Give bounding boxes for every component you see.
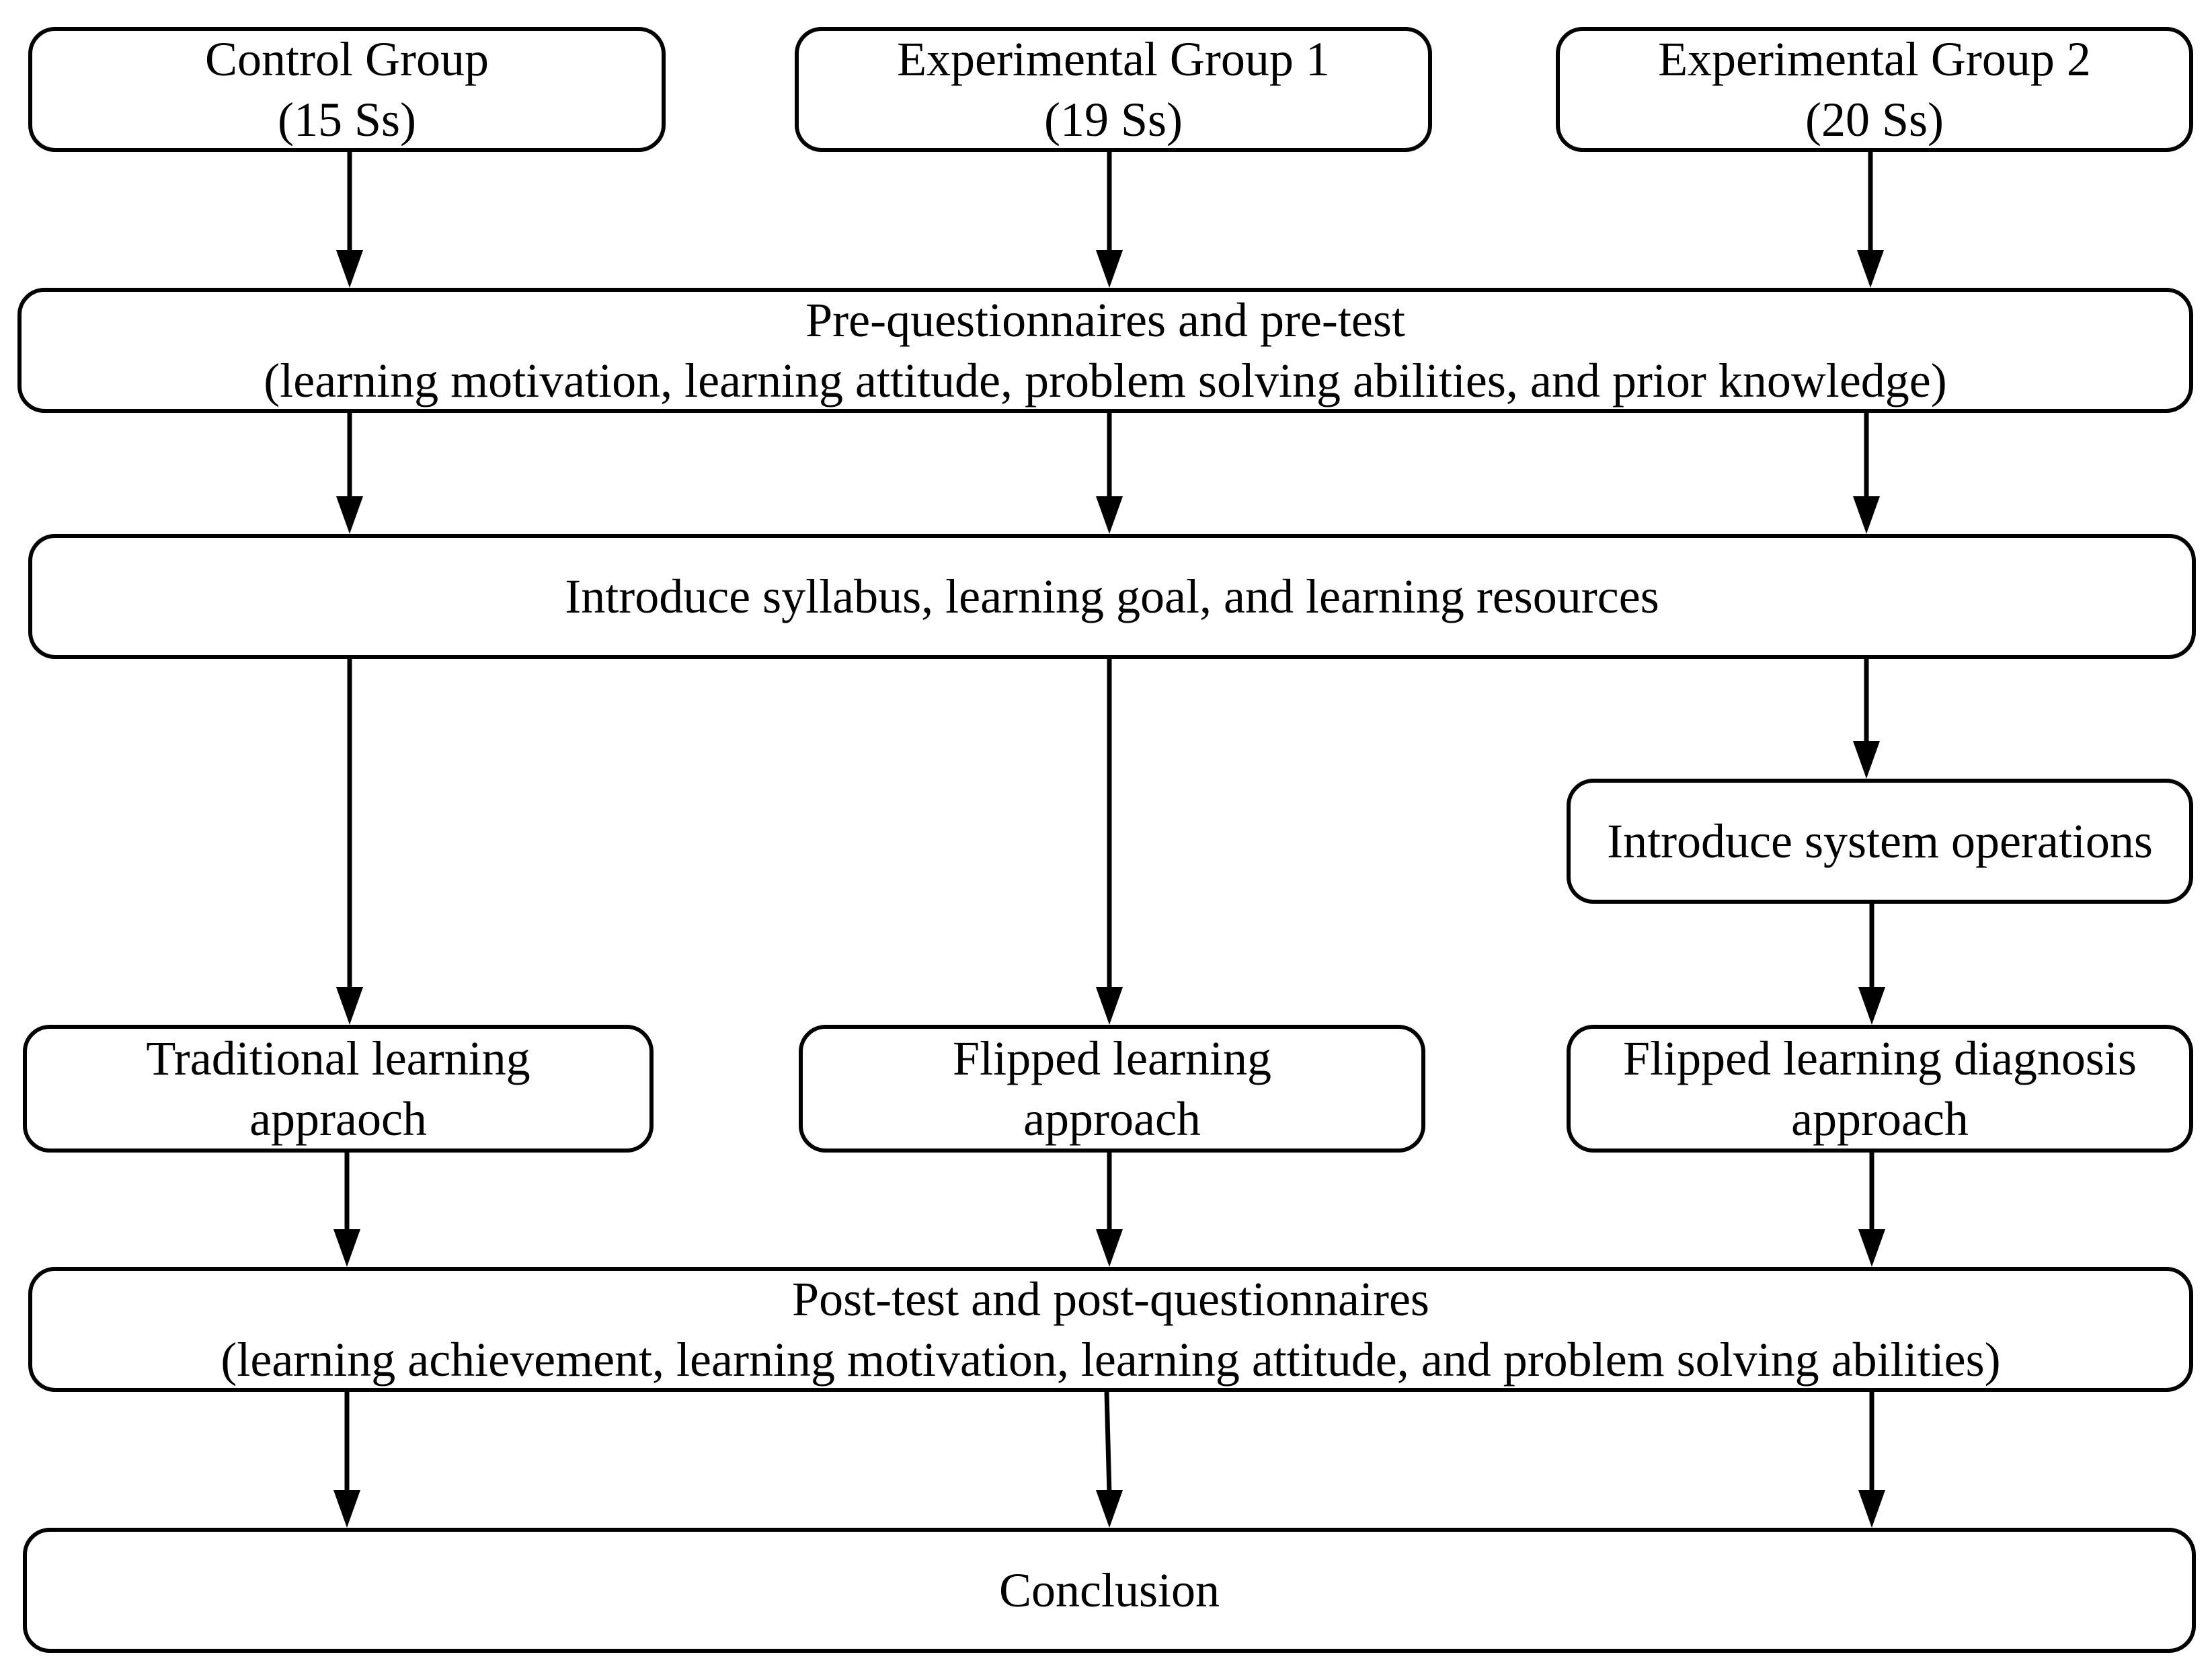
arrow-post-to-conclusion-middle	[1096, 1391, 1123, 1528]
post-test-detail: (learning achievement, learning motivati…	[221, 1333, 2001, 1387]
introduce-system-operations-box: Introduce system operations	[1567, 779, 2193, 904]
introduce-syllabus-box: Introduce syllabus, learning goal, and l…	[28, 534, 2196, 659]
arrow-intro-to-system	[1853, 659, 1880, 779]
arrow-control-to-pre	[336, 152, 363, 288]
control-group-box: Control Group (15 Ss)	[28, 27, 666, 152]
arrow-exp2-to-pre	[1857, 152, 1884, 288]
experimental-group-2-title: Experimental Group 2	[1658, 32, 2091, 86]
traditional-approach-line2: appraoch	[249, 1092, 427, 1146]
traditional-approach-line1: Traditional learning	[146, 1032, 530, 1085]
arrow-exp1-to-pre	[1096, 152, 1123, 288]
arrow-pre-to-intro-right	[1853, 413, 1880, 534]
arrow-traditional-to-post	[333, 1153, 360, 1267]
arrow-pre-to-intro-middle	[1096, 413, 1123, 534]
arrow-post-to-conclusion-left	[333, 1392, 360, 1528]
introduce-system-operations-title: Introduce system operations	[1607, 814, 2153, 868]
conclusion-title: Conclusion	[998, 1563, 1220, 1617]
experimental-group-1-count: (19 Ss)	[1043, 93, 1183, 147]
arrow-intro-to-traditional	[336, 659, 363, 1025]
flipped-approach-line2: approach	[1023, 1092, 1201, 1146]
flipped-approach-line1: Flipped learning	[953, 1032, 1271, 1085]
arrow-intro-to-flipped	[1096, 659, 1123, 1025]
introduce-syllabus-title: Introduce syllabus, learning goal, and l…	[565, 570, 1659, 623]
control-group-title: Control Group	[205, 32, 489, 86]
pre-questionnaires-detail: (learning motivation, learning attitude,…	[264, 354, 1947, 407]
flipped-approach-box: Flipped learning approach	[799, 1025, 1425, 1153]
arrow-system-to-diagnosis	[1858, 904, 1885, 1025]
traditional-approach-box: Traditional learning appraoch	[23, 1025, 654, 1153]
arrow-post-to-conclusion-right	[1858, 1392, 1885, 1528]
conclusion-box: Conclusion	[23, 1528, 2196, 1653]
pre-questionnaires-title: Pre-questionnaires and pre-test	[805, 293, 1405, 347]
post-test-box: Post-test and post-questionnaires (learn…	[28, 1267, 2193, 1392]
experimental-group-2-box: Experimental Group 2 (20 Ss)	[1556, 27, 2193, 152]
pre-questionnaires-box: Pre-questionnaires and pre-test (learnin…	[17, 288, 2193, 413]
experimental-group-1-title: Experimental Group 1	[897, 32, 1330, 86]
arrow-pre-to-intro-left	[336, 413, 363, 534]
flipped-diagnosis-approach-box: Flipped learning diagnosis approach	[1567, 1025, 2193, 1153]
control-group-count: (15 Ss)	[277, 93, 416, 147]
arrow-flipped-to-post	[1096, 1153, 1123, 1267]
flipped-diagnosis-approach-line2: approach	[1791, 1092, 1969, 1146]
arrow-diagnosis-to-post	[1858, 1153, 1885, 1267]
experimental-group-2-count: (20 Ss)	[1805, 93, 1944, 147]
experimental-group-1-box: Experimental Group 1 (19 Ss)	[795, 27, 1432, 152]
post-test-title: Post-test and post-questionnaires	[792, 1272, 1429, 1326]
flipped-diagnosis-approach-line1: Flipped learning diagnosis	[1623, 1032, 2137, 1085]
